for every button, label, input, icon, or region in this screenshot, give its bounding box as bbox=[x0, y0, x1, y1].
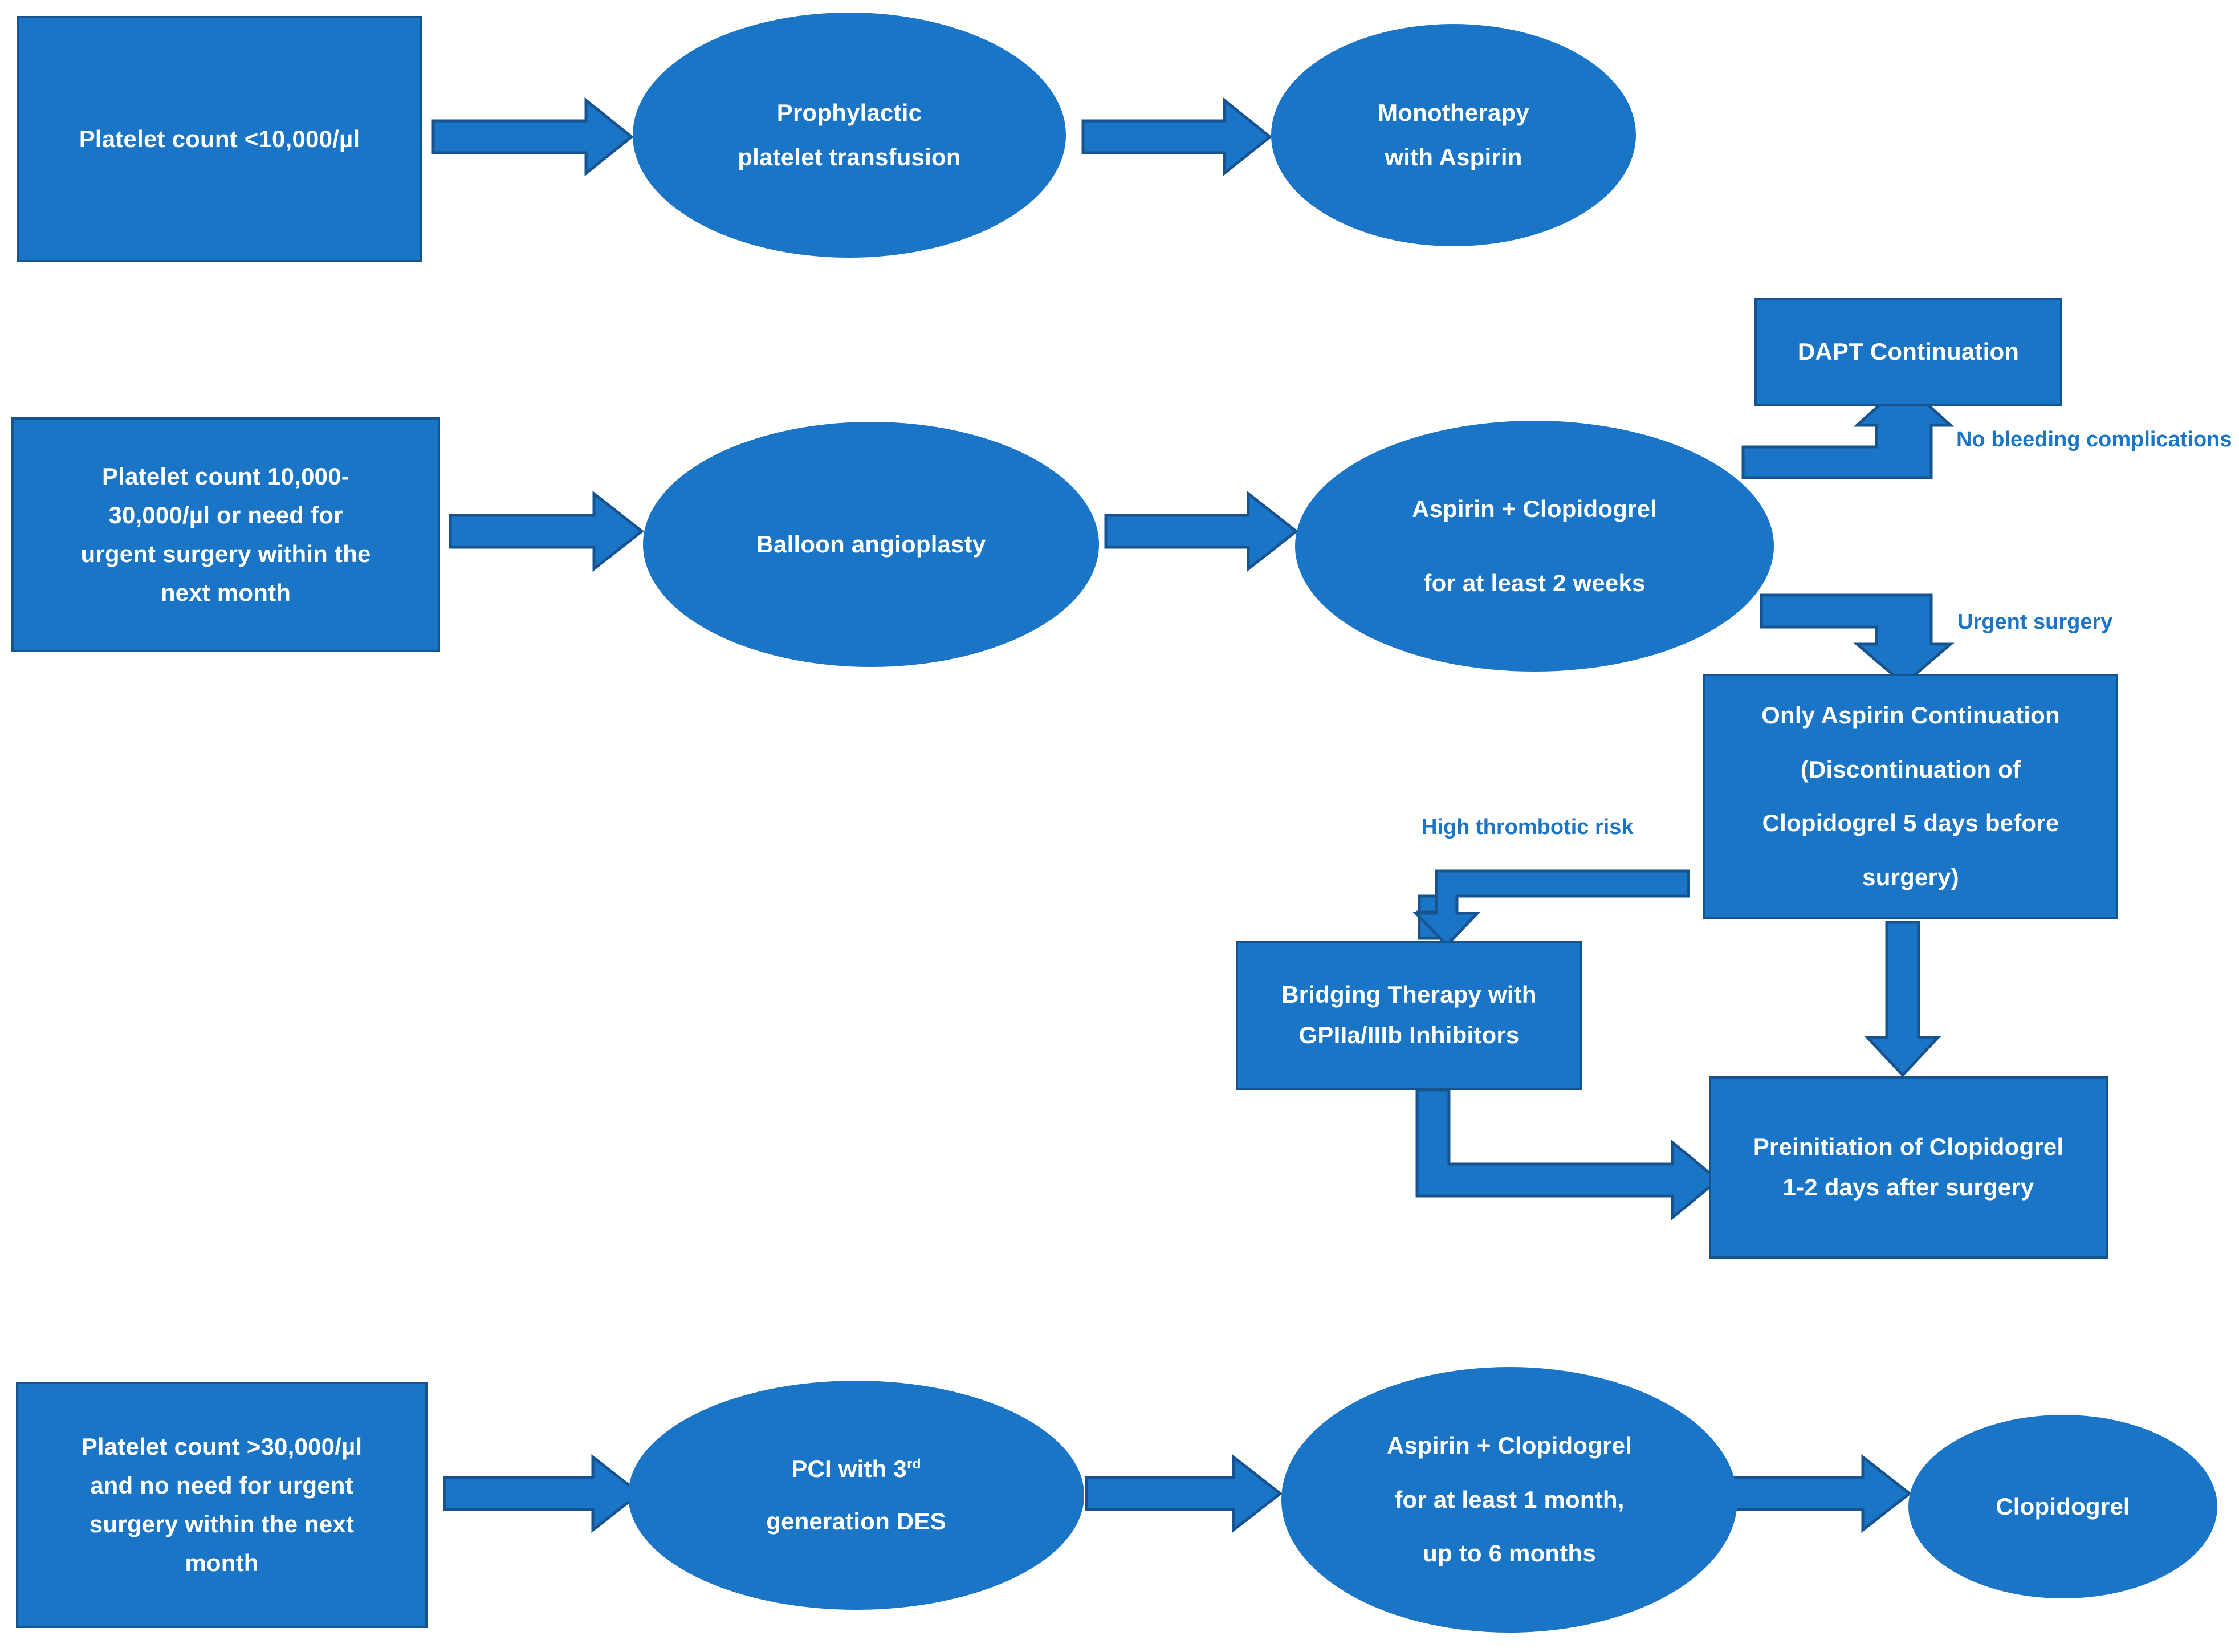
node-label-line2: and no need for urgent bbox=[90, 1471, 353, 1499]
node-label-line1: PCI with 3rd bbox=[791, 1443, 921, 1495]
node-label-line1: Monotherapy bbox=[1378, 99, 1529, 127]
node-label-line2: with Aspirin bbox=[1385, 144, 1522, 170]
node-label-line1: Platelet count 10,000- bbox=[102, 462, 349, 490]
node-platelet-lt-10k[interactable]: Platelet count <10,000/µl bbox=[17, 16, 422, 262]
node-label-line2: for at least 2 weeks bbox=[1423, 569, 1646, 596]
node-label-line2: generation DES bbox=[766, 1508, 946, 1535]
arrow-aspirin-clopidogrel-1m-to-clopidogrel bbox=[1720, 1454, 1912, 1533]
node-label-line1: Only Aspirin Continuation bbox=[1761, 702, 2060, 729]
node-balloon-angioplasty[interactable]: Balloon angioplasty bbox=[643, 422, 1099, 667]
node-label: Clopidogrel bbox=[1996, 1493, 2130, 1520]
ordinal-suffix: rd bbox=[906, 1456, 921, 1472]
node-platelet-gt-30k[interactable]: Platelet count >30,000/µl and no need fo… bbox=[16, 1382, 428, 1628]
node-label-line1: Aspirin + Clopidogrel bbox=[1411, 495, 1658, 522]
node-label-line1: Platelet count >30,000/µl bbox=[81, 1433, 363, 1460]
node-label-line3: up to 6 months bbox=[1423, 1540, 1596, 1567]
node-label-line3: Clopidogrel 5 days before bbox=[1762, 809, 2059, 836]
arrow-pci-to-aspirin-clopidogrel-1m bbox=[1085, 1454, 1283, 1533]
arrow-only-aspirin-to-bridging-shaft bbox=[1412, 869, 1690, 947]
arrow-only-aspirin-to-bridging bbox=[1415, 869, 1690, 940]
node-label-line4: month bbox=[185, 1549, 259, 1577]
node-label-line1: Bridging Therapy with bbox=[1281, 981, 1537, 1008]
node-label-line2: (Discontinuation of bbox=[1800, 755, 2021, 783]
node-label-line2: 1-2 days after surgery bbox=[1782, 1174, 2034, 1201]
edge-label-urgent-surgery: Urgent surgery bbox=[1957, 610, 2113, 634]
node-prophylactic-platelet-transfusion[interactable]: Prophylactic platelet transfusion bbox=[633, 13, 1066, 258]
node-label-line2: GPIIa/IIIb Inhibitors bbox=[1298, 1022, 1520, 1048]
node-monotherapy-with-aspirin[interactable]: Monotherapy with Aspirin bbox=[1271, 24, 1636, 246]
node-label-line1: Aspirin + Clopidogrel bbox=[1386, 1432, 1633, 1459]
node-only-aspirin-continuation[interactable]: Only Aspirin Continuation (Discontinuati… bbox=[1703, 674, 2118, 919]
arrow-balloon-to-aspirin-clopidogrel bbox=[1104, 490, 1299, 572]
node-label: Platelet count <10,000/µl bbox=[79, 125, 360, 153]
node-clopidogrel[interactable]: Clopidogrel bbox=[1908, 1415, 2217, 1598]
node-label-line2: 30,000/µl or need for bbox=[108, 501, 343, 528]
node-aspirin-clopidogrel-1-month[interactable]: Aspirin + Clopidogrel for at least 1 mon… bbox=[1281, 1367, 1737, 1633]
node-label: DAPT Continuation bbox=[1797, 338, 2020, 365]
node-label-line1: Preinitiation of Clopidogrel bbox=[1753, 1133, 2064, 1161]
arrow-only-aspirin-to-preinitiation bbox=[1864, 921, 1941, 1077]
node-label-line4: surgery) bbox=[1862, 863, 1959, 890]
arrow-transfusion-to-monotherapy bbox=[1081, 97, 1273, 177]
arrow-aspirin-clopidogrel-to-only-aspirin bbox=[1760, 593, 1955, 686]
node-dapt-continuation[interactable]: DAPT Continuation bbox=[1754, 298, 2062, 406]
node-aspirin-clopidogrel-2-weeks[interactable]: Aspirin + Clopidogrel for at least 2 wee… bbox=[1295, 421, 1774, 672]
node-label-line2: platelet transfusion bbox=[738, 144, 961, 170]
arrow-platelet-lt10k-to-transfusion bbox=[431, 97, 634, 177]
node-pci-with-3rd-generation-des[interactable]: PCI with 3rd generation DES bbox=[628, 1381, 1084, 1610]
node-label-line3: urgent surgery within the bbox=[80, 540, 371, 567]
edge-label-no-bleeding-complications: No bleeding complications bbox=[1956, 428, 2232, 451]
node-label-line3: surgery within the next bbox=[89, 1511, 355, 1537]
arrow-platelet-gt30k-to-pci bbox=[443, 1454, 642, 1533]
node-label-line2: for at least 1 month, bbox=[1394, 1486, 1625, 1513]
edge-label-high-thrombotic-risk: High thrombotic risk bbox=[1422, 815, 1634, 839]
arrow-bridging-to-preinitiation bbox=[1415, 1088, 1720, 1221]
arrow-platelet-10k30k-to-balloon bbox=[449, 490, 645, 572]
node-preinitiation-clopidogrel[interactable]: Preinitiation of Clopidogrel 1-2 days af… bbox=[1709, 1076, 2108, 1259]
pci-prefix: PCI with 3 bbox=[791, 1455, 907, 1482]
node-platelet-10k-30k[interactable]: Platelet count 10,000- 30,000/µl or need… bbox=[11, 417, 440, 652]
node-label-line4: next month bbox=[160, 579, 291, 607]
node-label-line1: Prophylactic bbox=[776, 99, 922, 127]
node-bridging-therapy[interactable]: Bridging Therapy with GPIIa/IIIb Inhibit… bbox=[1236, 941, 1582, 1090]
node-label: Balloon angioplasty bbox=[756, 531, 986, 558]
